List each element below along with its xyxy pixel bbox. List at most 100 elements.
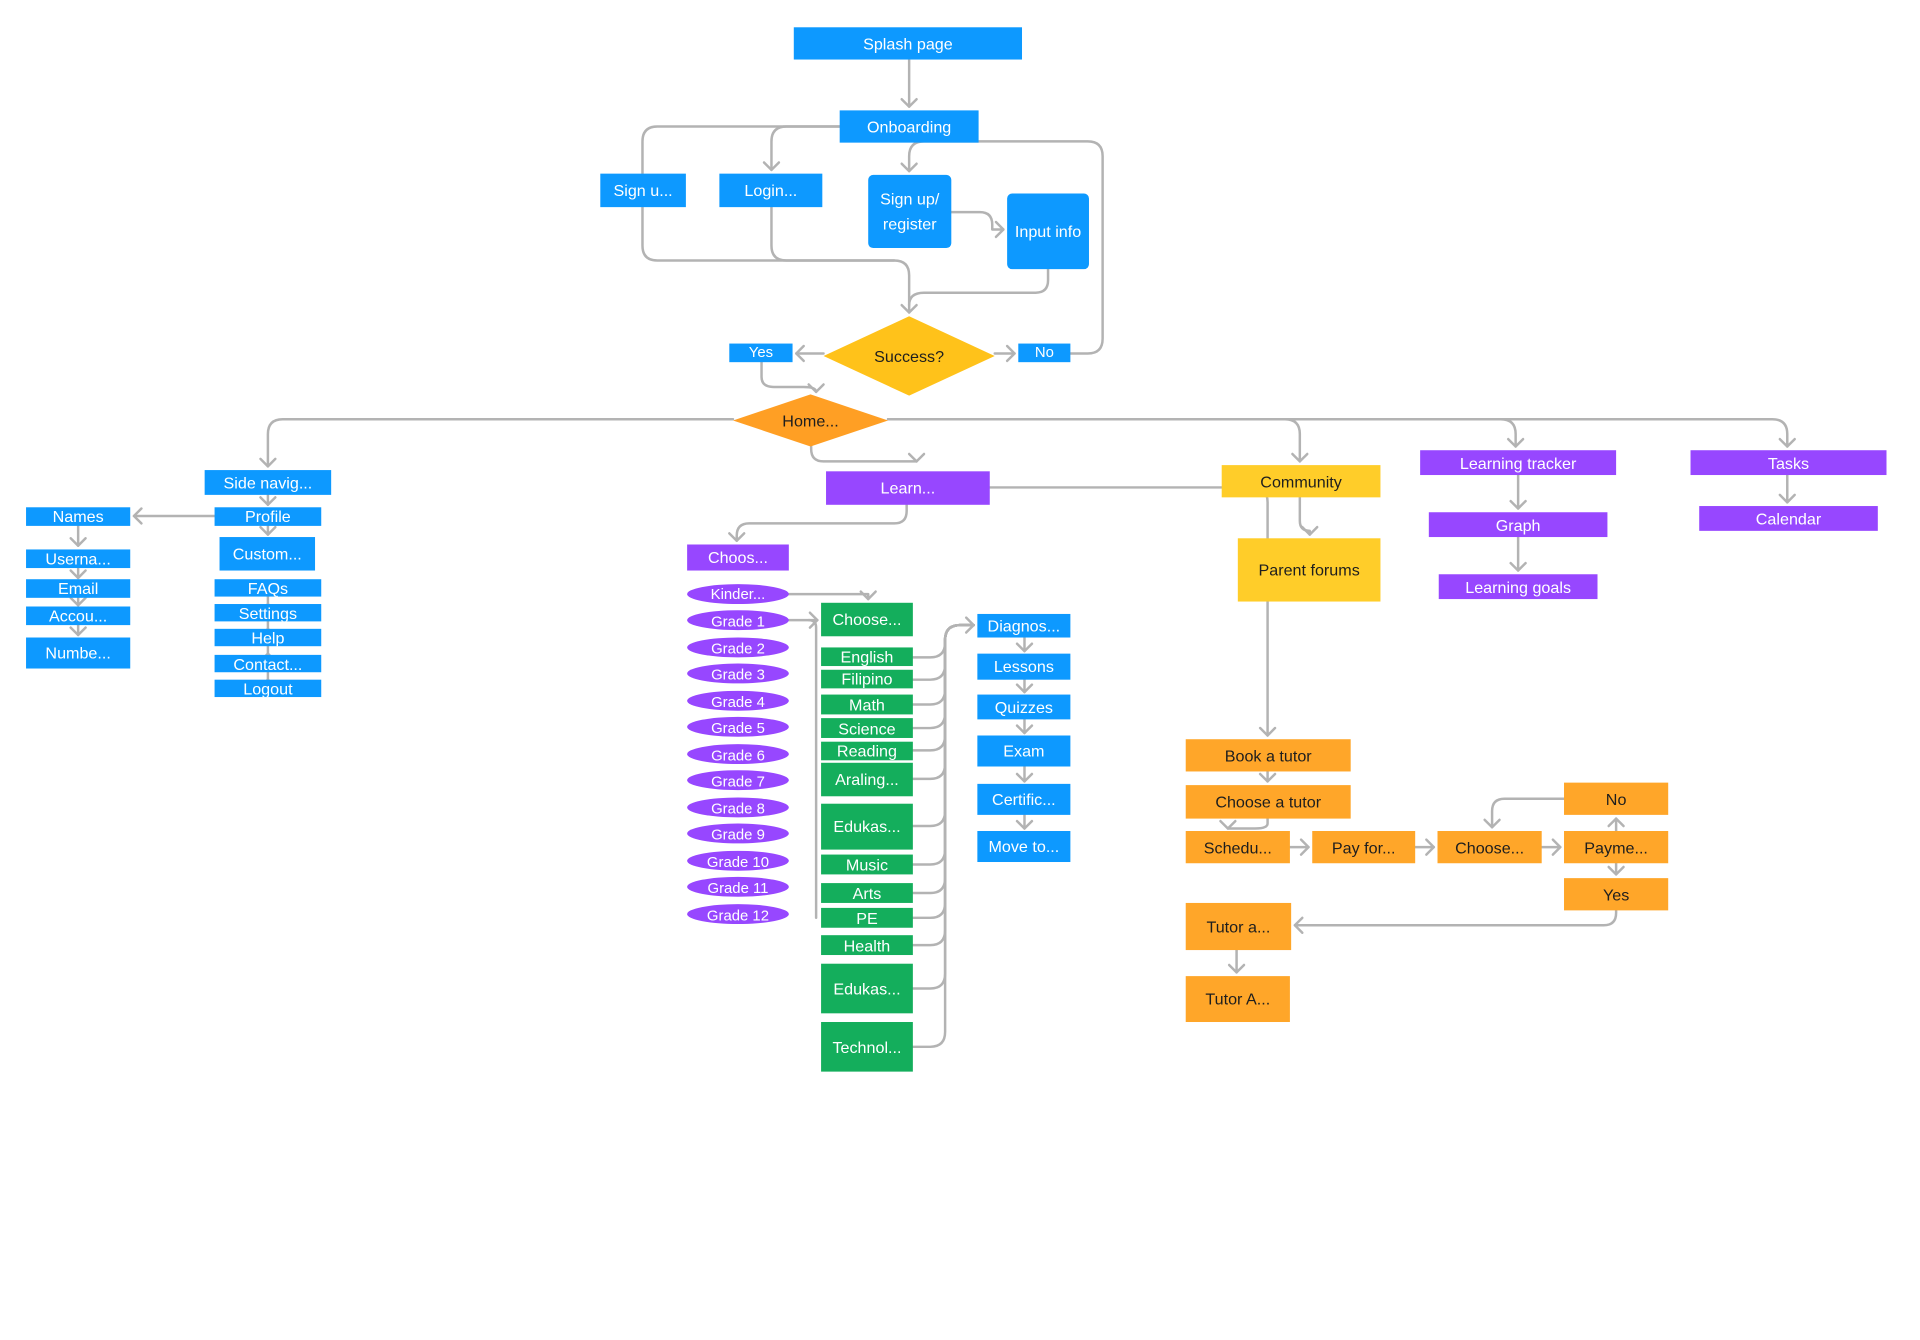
subject-option[interactable]: Edukas... xyxy=(821,963,913,1014)
connector-line xyxy=(907,267,1050,307)
node-sign-up-register[interactable]: Sign up/ register xyxy=(868,174,952,249)
node-input-info[interactable]: Input info xyxy=(1007,193,1089,270)
grade-option[interactable]: Grade 7 xyxy=(687,770,789,791)
lesson-step[interactable]: Lessons xyxy=(977,653,1071,680)
connector-line xyxy=(950,210,1005,231)
grade-option[interactable]: Grade 3 xyxy=(687,663,789,684)
node-splash-page[interactable]: Splash page xyxy=(793,27,1023,60)
arrowhead xyxy=(859,590,877,601)
connector-line xyxy=(911,623,975,895)
node-faqs[interactable]: FAQs xyxy=(214,579,322,597)
node-pay-for[interactable]: Pay for... xyxy=(1312,831,1416,864)
decision-home[interactable]: Home... xyxy=(733,394,889,447)
subject-option[interactable]: Music xyxy=(821,854,913,875)
node-tutor-a-2[interactable]: Tutor A... xyxy=(1185,976,1290,1023)
node-tutor-a-1[interactable]: Tutor a... xyxy=(1185,902,1292,951)
node-calendar[interactable]: Calendar xyxy=(1699,506,1878,531)
node-payment-yes[interactable]: Yes xyxy=(1564,878,1669,911)
connector-line xyxy=(1490,797,1566,829)
arrowhead xyxy=(1015,642,1034,653)
subject-option[interactable]: Arts xyxy=(821,883,913,903)
grade-option[interactable]: Grade 11 xyxy=(687,876,789,897)
subject-option[interactable]: Reading xyxy=(821,741,913,761)
arrowhead xyxy=(728,532,746,543)
node-payment-no[interactable]: No xyxy=(1564,782,1669,815)
grade-option[interactable]: Grade 2 xyxy=(687,637,789,658)
lesson-step[interactable]: Exam xyxy=(977,735,1071,767)
subject-option[interactable]: Health xyxy=(821,935,913,956)
node-email[interactable]: Email xyxy=(26,579,131,598)
grade-option[interactable]: Grade 10 xyxy=(687,850,789,871)
connector-line xyxy=(735,503,908,543)
node-choose-a-tutor[interactable]: Choose a tutor xyxy=(1185,785,1351,819)
node-community[interactable]: Community xyxy=(1221,465,1381,498)
arrowhead xyxy=(1015,772,1034,783)
connector-line xyxy=(641,125,841,175)
node-learn[interactable]: Learn... xyxy=(826,471,990,505)
arrowhead xyxy=(1778,493,1796,504)
connector-line xyxy=(770,125,841,172)
node-choose-subject[interactable]: Choose... xyxy=(821,602,913,637)
arrowhead xyxy=(900,97,918,108)
connector-line xyxy=(911,623,975,752)
subject-option[interactable]: Technol... xyxy=(821,1022,913,1072)
connector-line xyxy=(787,592,870,601)
subject-option[interactable]: Araling... xyxy=(821,762,913,797)
node-contact[interactable]: Contact... xyxy=(214,654,322,673)
subject-option[interactable]: Math xyxy=(821,694,913,715)
node-customize[interactable]: Custom... xyxy=(219,537,316,571)
node-sign-up-option[interactable]: Sign u... xyxy=(600,173,686,208)
node-schedule[interactable]: Schedu... xyxy=(1185,831,1290,864)
node-graph[interactable]: Graph xyxy=(1428,512,1608,538)
lesson-step[interactable]: Certific... xyxy=(977,783,1071,815)
grade-option[interactable]: Grade 1 xyxy=(687,610,789,631)
grade-option[interactable]: Grade 9 xyxy=(687,823,789,844)
grade-option[interactable]: Grade 8 xyxy=(687,797,789,818)
grade-option[interactable]: Grade 12 xyxy=(687,904,789,925)
node-account[interactable]: Accou... xyxy=(26,606,131,626)
arrowhead xyxy=(1227,963,1246,974)
node-logout[interactable]: Logout xyxy=(214,679,322,698)
node-side-navigation[interactable]: Side navig... xyxy=(204,470,332,495)
connector-line xyxy=(911,623,975,1049)
subject-option[interactable]: Filipino xyxy=(821,669,913,689)
arrowhead xyxy=(1219,819,1237,830)
node-settings[interactable]: Settings xyxy=(214,604,322,622)
node-success-yes[interactable]: Yes xyxy=(729,343,793,363)
arrowhead xyxy=(1607,865,1625,876)
subject-option[interactable]: Edukas... xyxy=(821,803,913,850)
node-number[interactable]: Numbe... xyxy=(26,637,131,669)
lesson-step[interactable]: Quizzes xyxy=(977,694,1071,720)
grade-option[interactable]: Grade 5 xyxy=(687,716,789,737)
node-choose-payment[interactable]: Choose... xyxy=(1437,831,1542,864)
subject-option[interactable]: English xyxy=(821,647,913,667)
node-onboarding[interactable]: Onboarding xyxy=(839,110,979,143)
node-payment[interactable]: Payme... xyxy=(1564,831,1669,864)
node-parent-forums[interactable]: Parent forums xyxy=(1237,538,1381,602)
connector-line xyxy=(1293,909,1618,927)
node-help[interactable]: Help xyxy=(214,628,322,647)
node-learning-goals[interactable]: Learning goals xyxy=(1438,574,1598,600)
grade-option[interactable]: Grade 4 xyxy=(687,690,789,711)
node-book-a-tutor[interactable]: Book a tutor xyxy=(1185,739,1351,772)
node-profile[interactable]: Profile xyxy=(214,507,322,526)
subject-option[interactable]: PE xyxy=(821,907,913,928)
node-names[interactable]: Names xyxy=(26,507,131,526)
lesson-step[interactable]: Diagnos... xyxy=(977,613,1071,638)
arrowhead xyxy=(1015,683,1034,694)
node-learning-tracker[interactable]: Learning tracker xyxy=(1420,450,1617,476)
node-tasks[interactable]: Tasks xyxy=(1690,450,1887,476)
node-login[interactable]: Login... xyxy=(719,173,823,208)
grade-option[interactable]: Grade 6 xyxy=(687,744,789,765)
node-choose-grade[interactable]: Choos... xyxy=(687,544,789,571)
decision-success[interactable]: Success? xyxy=(823,316,995,396)
lesson-step[interactable]: Move to... xyxy=(977,831,1071,863)
arrowhead xyxy=(1258,772,1277,783)
subject-option[interactable]: Science xyxy=(821,718,913,738)
arrowhead xyxy=(994,220,1005,239)
connector-line xyxy=(641,205,911,314)
grade-option[interactable]: Kinder... xyxy=(687,584,789,605)
node-username[interactable]: Userna... xyxy=(26,549,131,569)
node-success-no[interactable]: No xyxy=(1018,343,1071,363)
